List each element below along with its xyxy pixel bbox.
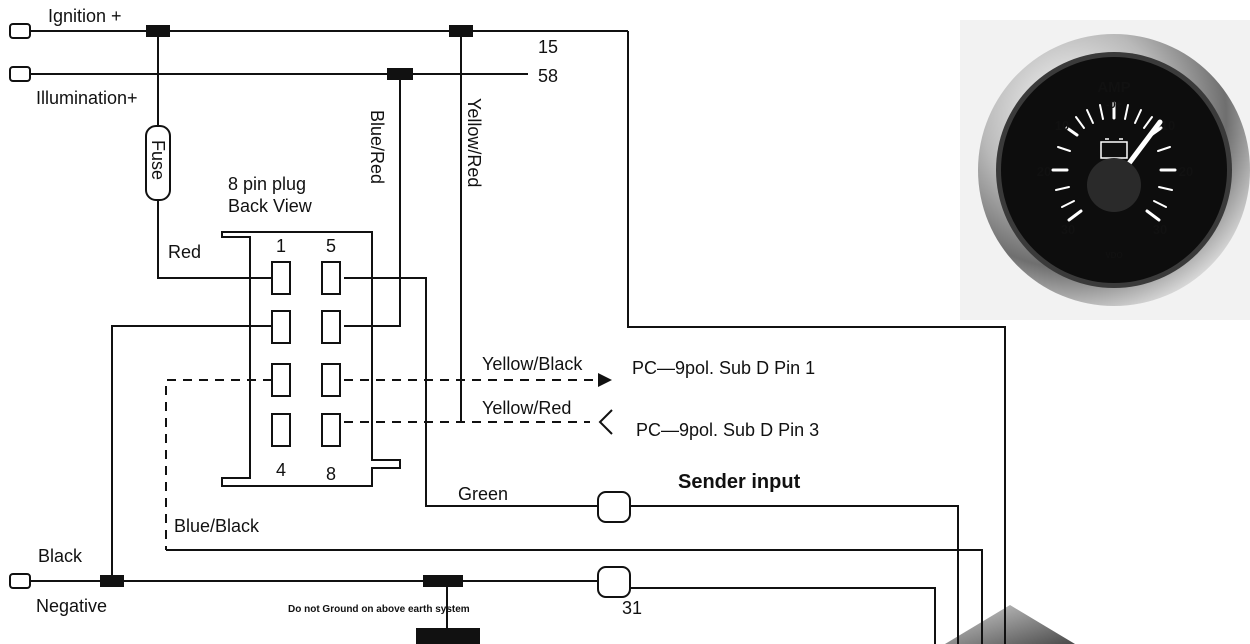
yellow-red-vertical-label: Yellow/Red xyxy=(464,98,484,187)
pin-8 xyxy=(321,413,341,447)
black-label: Black xyxy=(38,546,83,566)
gauge-title: AMP xyxy=(1097,79,1130,96)
gauge-needle-hub xyxy=(1087,158,1141,212)
negative-label: Negative xyxy=(36,596,107,616)
pin-1 xyxy=(271,261,291,295)
junctions xyxy=(100,25,480,644)
yellow-black-label: Yellow/Black xyxy=(482,354,583,374)
pin-1-label: 1 xyxy=(276,236,286,256)
pc-pin1-label: PC—9pol. Sub D Pin 1 xyxy=(632,358,815,378)
pin-2 xyxy=(271,310,291,344)
gauge-zero-label: -0+ xyxy=(1106,99,1122,111)
pin-3 xyxy=(271,363,291,397)
chevron-left-icon xyxy=(598,409,613,435)
pin-8-label: 8 xyxy=(326,464,336,484)
pin-5-label: 5 xyxy=(326,236,336,256)
gauge-scale-right-10: 10 xyxy=(1161,118,1175,133)
yellow-red-data-label: Yellow/Red xyxy=(482,398,571,418)
sender-terminal xyxy=(597,491,631,523)
ground-terminal xyxy=(597,566,631,598)
gauge-brand: VDO xyxy=(1105,251,1122,260)
plug-title-line2: Back View xyxy=(228,196,313,216)
negative-terminal xyxy=(9,573,31,589)
ignition-label: Ignition + xyxy=(48,6,122,26)
terminal-31-label: 31 xyxy=(622,598,642,618)
sender-input-label: Sender input xyxy=(678,471,801,493)
dashed-wires xyxy=(165,379,602,550)
illumination-terminal xyxy=(9,66,31,82)
arrow-right-icon xyxy=(598,373,612,387)
blue-black-label: Blue/Black xyxy=(174,516,260,536)
fuse xyxy=(145,125,171,201)
illumination-label: Illumination+ xyxy=(36,88,138,108)
gauge-scale-right-30: 30 xyxy=(1153,222,1167,237)
eight-pin-plug xyxy=(221,231,401,487)
gauge-scale-left-30: 30 xyxy=(1061,222,1075,237)
pc-pin3-label: PC—9pol. Sub D Pin 3 xyxy=(636,420,819,440)
plug-title-line1: 8 pin plug xyxy=(228,174,306,194)
pin-7 xyxy=(321,363,341,397)
gauge-scale-left-10: 10 xyxy=(1055,118,1069,133)
solid-wires xyxy=(30,30,1006,644)
amp-gauge: AMP -0+ 10 20 30 10 20 30 VDO xyxy=(960,20,1250,320)
pin-4-label: 4 xyxy=(276,460,286,480)
green-label: Green xyxy=(458,484,508,504)
blue-red-label: Blue/Red xyxy=(367,110,387,184)
gauge-scale-left-20: 20 xyxy=(1037,164,1051,179)
ignition-terminal xyxy=(9,23,31,39)
instrument-housing xyxy=(945,605,1075,644)
red-label: Red xyxy=(168,242,201,262)
fuse-label: Fuse xyxy=(148,140,168,180)
terminal-58-label: 58 xyxy=(538,66,558,86)
pin-5 xyxy=(321,261,341,295)
gauge-ticks xyxy=(1051,101,1177,222)
terminal-15-label: 15 xyxy=(538,37,558,57)
pin-4 xyxy=(271,413,291,447)
pin-6 xyxy=(321,310,341,344)
gauge-scale-right-20: 20 xyxy=(1179,164,1193,179)
ground-warning: Do not Ground on above earth system xyxy=(288,604,470,615)
